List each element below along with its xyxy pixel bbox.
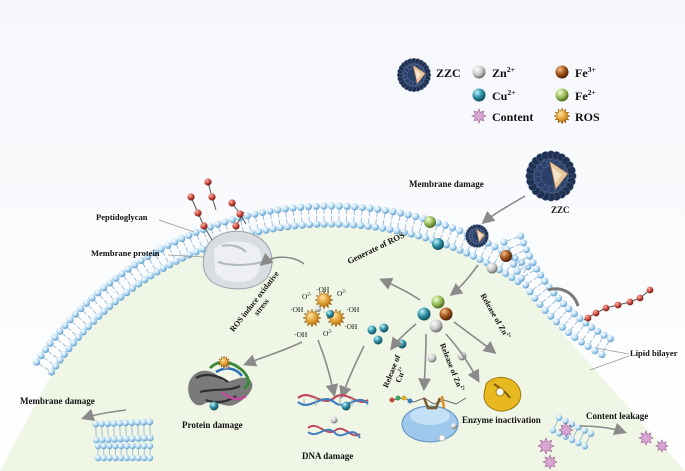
label-protein-damage: Protein damage <box>182 420 243 430</box>
label-oh-4: ·OH <box>294 330 308 339</box>
legend-fe3-label: Fe3+ <box>575 65 596 80</box>
legend-fe2-label: Fe2+ <box>575 88 596 103</box>
label-oh-5: ·OH <box>344 322 358 331</box>
membrane-lipid-bilayer-right <box>500 232 614 359</box>
label-membrane-damage-left: Membrane damage <box>20 396 95 406</box>
legend-content-label: Content <box>492 110 534 124</box>
membrane-fragment-left <box>92 418 154 462</box>
membrane-protein <box>202 230 273 290</box>
ion-cluster <box>417 295 453 333</box>
label-zzc: ZZC <box>551 205 570 215</box>
label-membrane-damage-top: Membrane damage <box>409 179 484 189</box>
leaked-content <box>537 422 669 470</box>
label-o2-2: O2- <box>337 289 347 298</box>
label-enzyme-inactivation: Enzyme inactivation <box>462 415 541 425</box>
label-lipid-bilayer: Lipid bilayer <box>630 348 678 358</box>
fe3-ion <box>500 250 512 262</box>
dna-strand <box>297 394 369 439</box>
cu-on-dna <box>341 401 351 411</box>
label-content-leakage: Content leakage <box>586 411 649 421</box>
legend-fe3-icon <box>555 65 569 79</box>
legend-ros-icon <box>553 107 571 125</box>
cu-ion <box>432 238 444 250</box>
peptidoglycan-beads <box>187 178 244 230</box>
label-oh-3: ·OH <box>346 305 360 314</box>
legend-cu-icon <box>472 88 486 102</box>
label-peptidoglycan: Peptidoglycan <box>96 212 148 222</box>
legend-zn-label: Zn2+ <box>492 65 516 80</box>
zn-ion <box>486 262 498 274</box>
zzc-particle-small <box>465 224 489 248</box>
label-o2-1: O2- <box>302 292 312 301</box>
legend-cu-label: Cu2+ <box>492 88 516 103</box>
legend-fe2-icon <box>555 88 569 102</box>
label-dna-damage: DNA damage <box>302 451 354 461</box>
legend-zzc-icon <box>396 57 432 93</box>
label-oh-2: ·OH <box>290 305 304 314</box>
pointer-lines <box>158 219 630 371</box>
ribosome-complex <box>389 395 467 443</box>
membrane-pore <box>547 287 580 307</box>
zn-on-dna <box>330 416 338 424</box>
label-oh-1: ·OH <box>316 285 330 294</box>
legend-ros-label: ROS <box>575 110 600 124</box>
damaged-protein <box>188 360 253 411</box>
label-membrane-protein: Membrane protein <box>91 248 160 258</box>
peptidoglycan-chain-right <box>583 286 654 322</box>
arrows <box>80 195 628 436</box>
label-o2-3: O2- <box>323 329 333 338</box>
inactivated-enzyme <box>483 377 522 412</box>
legend-zn-icon <box>472 65 486 79</box>
legend-zzc-label: ZZC <box>436 66 461 80</box>
cytoplasm <box>0 225 685 471</box>
zzc-particle-large <box>525 150 577 202</box>
fe2-ion <box>424 216 436 228</box>
legend-content-icon <box>471 108 487 124</box>
ros-cluster <box>302 290 346 328</box>
